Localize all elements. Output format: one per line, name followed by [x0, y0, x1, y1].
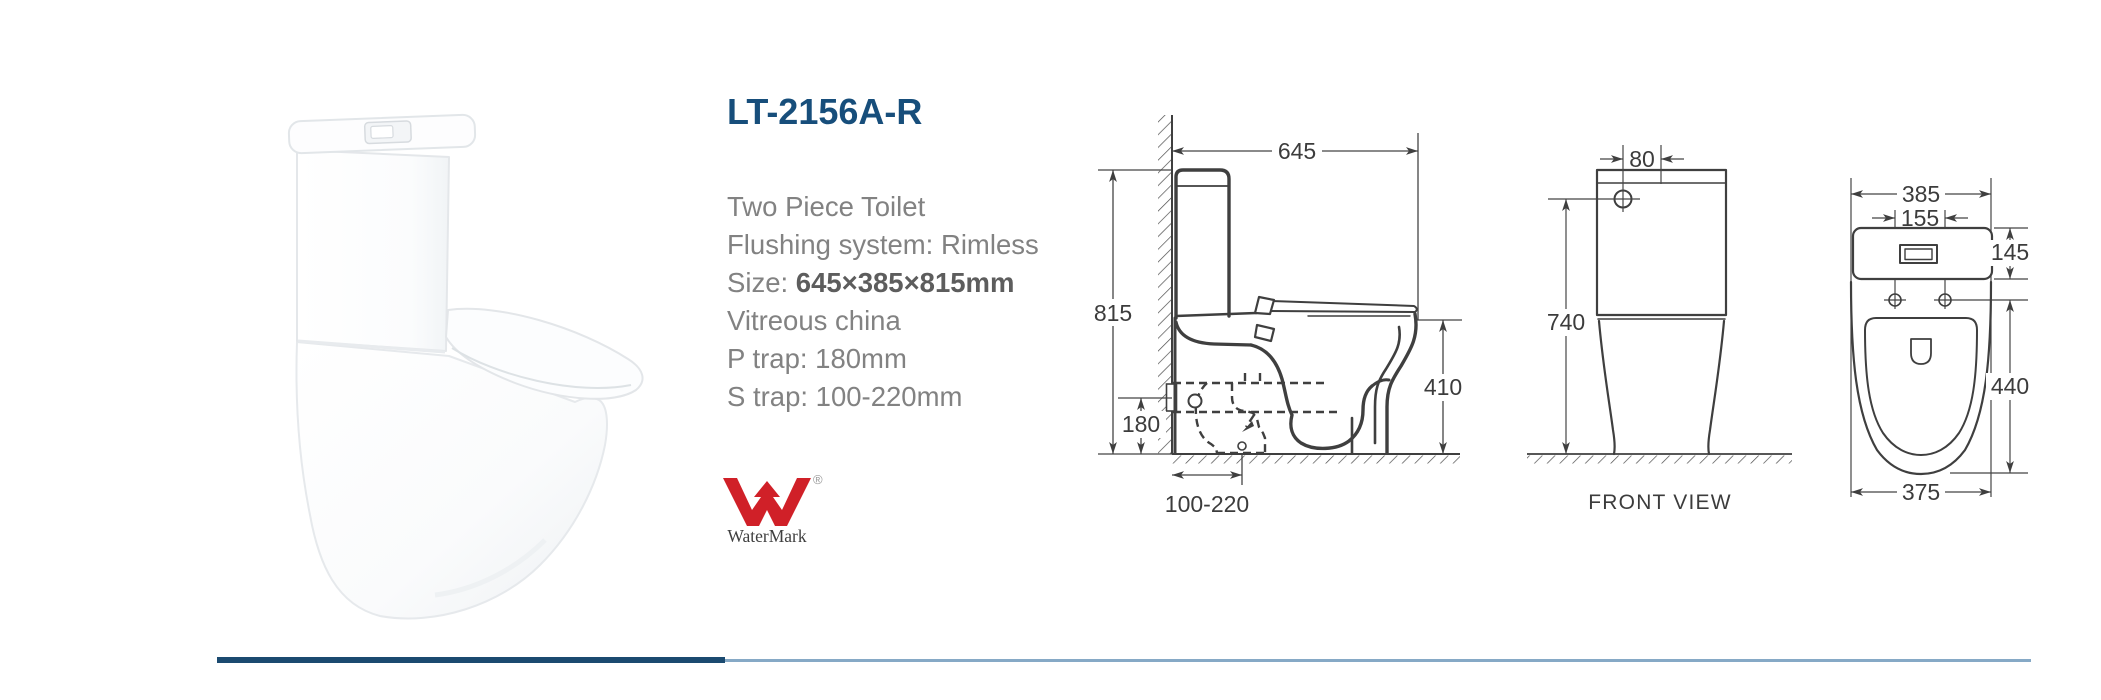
dim-width-385: 385	[1902, 181, 1940, 207]
dim-height-815: 815	[1094, 300, 1132, 326]
label-mask	[1986, 373, 2034, 400]
pedestal-right	[1707, 319, 1726, 456]
toilet-seat-rim-line	[451, 347, 632, 389]
rim-shelf	[1174, 320, 1253, 347]
label-mask	[1418, 374, 1468, 401]
dim-pan-height-410: 410	[1424, 374, 1462, 400]
fixing-hole-right	[1938, 293, 1952, 307]
bowl-interior	[1249, 343, 1374, 451]
label-mask	[1116, 411, 1166, 438]
spec-s-trap: S trap: 100-220mm	[727, 381, 963, 412]
dim-tank-depth-145: 145	[1991, 239, 2029, 265]
tank-front	[1595, 168, 1728, 317]
drain-curve	[1370, 378, 1391, 388]
dim-hole-spacing-155: 155	[1901, 205, 1939, 231]
label-mask	[1541, 309, 1591, 336]
seat-hinge	[1253, 295, 1276, 343]
floor-hatch	[1172, 455, 1460, 464]
front-view-drawing: 80 740 FRONT VIEW	[1527, 145, 1792, 514]
divider-dark-segment	[217, 657, 725, 663]
trap-small-hole	[1237, 441, 1247, 451]
label-mask	[1272, 138, 1322, 164]
label-mask	[1987, 240, 2034, 266]
pedestal-back-outer	[1385, 312, 1418, 455]
dim-setout-100-220: 100-220	[1165, 491, 1249, 517]
page-title: LT-2156A-R	[727, 91, 923, 132]
dim-pan-length-440: 440	[1991, 373, 2029, 399]
trap-flow-arrowhead	[1242, 421, 1254, 432]
pedestal-left	[1597, 319, 1616, 456]
spec-material: Vitreous china	[727, 305, 901, 336]
spec-type: Two Piece Toilet	[727, 191, 926, 222]
pan-outer	[1849, 280, 1993, 476]
toilet-pedestal	[295, 341, 608, 620]
tank-top	[1851, 226, 1994, 281]
spec-p-trap: P trap: 180mm	[727, 343, 907, 374]
pedestal-back-inner	[1373, 325, 1401, 445]
toilet-front-outline	[1595, 168, 1728, 456]
product-photo	[287, 113, 644, 620]
toilet-tank	[296, 149, 450, 352]
wall-hatch	[1158, 115, 1172, 454]
flush-button-inner	[370, 125, 394, 139]
spec-flushing: Flushing system: Rimless	[727, 229, 1039, 260]
under-tank-line	[1174, 311, 1258, 318]
dim-button-offset-80: 80	[1629, 146, 1655, 172]
tank-outline	[1174, 168, 1231, 320]
seat-inner	[1864, 317, 1978, 456]
seat-lines	[1263, 300, 1418, 313]
fixing-hole-left	[1888, 293, 1902, 307]
front-view-caption: FRONT VIEW	[1588, 491, 1731, 514]
side-view-drawing: 645 815 180 410 100-220	[1088, 115, 1468, 517]
flush-button-inner	[1904, 248, 1933, 261]
dim-height-740: 740	[1547, 309, 1585, 335]
label-mask	[1088, 299, 1138, 326]
dim-width-645: 645	[1278, 138, 1316, 164]
tank-bowl-joint-shadow	[297, 339, 446, 354]
label-mask	[1897, 180, 1945, 206]
floor-hatch	[1527, 455, 1792, 464]
toilet-top-outline	[1849, 226, 1994, 476]
spec-lines: Two Piece Toilet Flushing system: Rimles…	[727, 188, 1057, 416]
toilet-profile	[1173, 168, 1418, 455]
dim-trap-height-180: 180	[1122, 411, 1160, 437]
watermark-w-arrow-logo-icon	[723, 478, 811, 526]
spec-size: Size: 645×385×815mm	[727, 267, 1015, 298]
front-dimension-lines	[1548, 145, 1684, 454]
top-view-drawing: 385 155 145 440 375	[1849, 178, 2034, 505]
spec-block: LT-2156A-R Two Piece Toilet Flushing sys…	[727, 92, 1057, 416]
label-mask	[1897, 479, 1945, 505]
registered-trademark-icon: ®	[813, 472, 823, 487]
trap-dashed-outline	[1173, 373, 1342, 455]
watermark-label: WaterMark	[727, 526, 807, 546]
flush-button-outer	[1899, 244, 1938, 264]
divider-light-segment	[725, 659, 2031, 662]
toilet-bowl-highlight	[434, 538, 547, 598]
water-spot	[1910, 338, 1932, 365]
watermark-certification: ® WaterMark	[712, 466, 832, 556]
toilet-seat-lid	[444, 307, 644, 400]
trap-inlet-hole	[1187, 393, 1203, 409]
dim-pan-width-375: 375	[1902, 479, 1940, 505]
